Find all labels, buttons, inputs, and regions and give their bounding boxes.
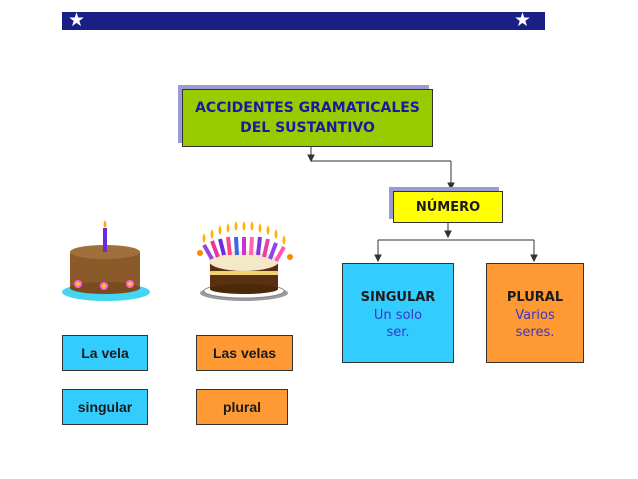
singular-text: Un solo ser. (373, 308, 423, 340)
title-line1: ACCIDENTES GRAMATICALES (195, 100, 420, 116)
plural-box: PLURAL Varios seres. (486, 263, 584, 363)
plural-text: Varios seres. (515, 308, 555, 340)
la-vela-label: La vela (81, 345, 129, 361)
la-vela-box: La vela (62, 335, 148, 371)
star-icon: ★ (514, 9, 532, 31)
star-icon: ★ (68, 9, 86, 31)
numero-label: NÚMERO (415, 199, 481, 215)
las-velas-label: Las velas (212, 345, 277, 361)
singular-example-label: singular (77, 399, 133, 415)
singular-heading: SINGULAR (360, 290, 436, 305)
numero-box: NÚMERO (393, 191, 503, 223)
title-line2: DEL SUSTANTIVO (240, 120, 375, 136)
title-box: ACCIDENTES GRAMATICALES DEL SUSTANTIVO (182, 89, 433, 147)
plural-heading: PLURAL (506, 290, 564, 305)
cake-many-candles-icon (197, 221, 293, 301)
singular-box: SINGULAR Un solo ser. (342, 263, 454, 363)
las-velas-box: Las velas (196, 335, 293, 371)
plural-example-label: plural (222, 399, 262, 415)
top-banner: ★ ★ (62, 9, 545, 31)
cake-one-candle-icon (62, 220, 150, 301)
singular-example-box: singular (62, 389, 148, 425)
plural-example-box: plural (196, 389, 288, 425)
